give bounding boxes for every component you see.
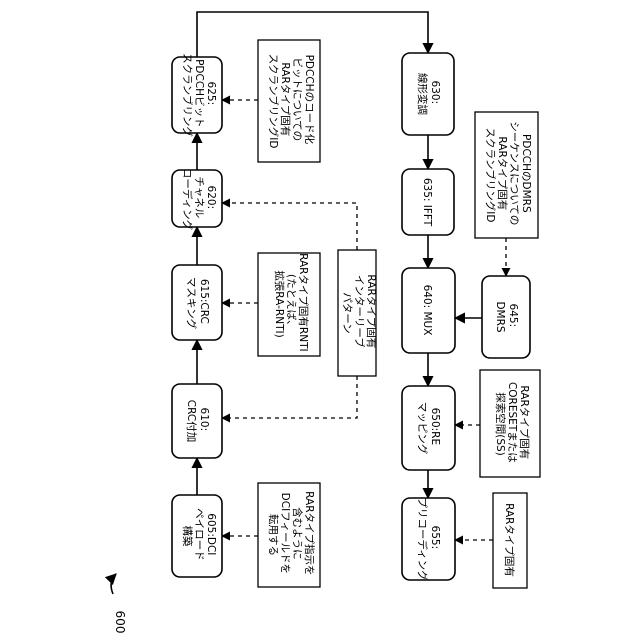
block-620-line-1: 620:	[205, 186, 217, 210]
note-dmrs-scrambling-id: PDCCHのDMRS シーケンスについての RARタイプ固有 スクランブリングI…	[475, 112, 538, 238]
svg-text:RARタイプ固有: RARタイプ固有	[503, 503, 516, 577]
note-scramble-line-1: PDCCHのコード化	[303, 55, 316, 145]
block-605-line-2: ペイロード	[193, 508, 205, 561]
figure-reference: 600	[111, 574, 127, 633]
block-635-line-1: 635: IFFT	[421, 178, 433, 227]
block-605-dci-payload: 605:DCI ペイロード 構築	[172, 495, 222, 577]
note-dmrs-line-4: スクランブリングID	[484, 128, 497, 223]
block-605-line-3: 構築	[181, 526, 194, 547]
svg-text:640: MUX: 640: MUX	[421, 285, 433, 336]
svg-text:PDCCHのコード化 ビットについての: PDCCHのコード化 ビットについての RARタイプ固有 スクランブリングID	[267, 54, 316, 149]
svg-text:615:CRC マスキング: 615:CRC マスキング	[185, 277, 210, 330]
note-coded-bits-scrambling-id: PDCCHのコード化 ビットについての RARタイプ固有 スクランブリングID	[258, 40, 320, 162]
block-630-linear-modulation: 630: 線形変調	[402, 53, 454, 135]
block-630-line-2: 線形変調	[416, 73, 429, 115]
block-620-channel-coding: 620: チャネル コーディング	[172, 168, 222, 231]
note-coreset-line-3: 探索空間(SS)	[494, 392, 507, 456]
note-rar-type-rnti: RARタイプ固有RNTI (たとえば、 拡張RA-RNTI)	[258, 253, 320, 356]
note-dci-line-4: 転用する	[267, 514, 279, 556]
note-coreset-line-1: RARタイプ固有	[518, 385, 531, 459]
note-interleave-line-1: RARタイプ固有	[365, 274, 378, 348]
note-interleave-line-3: パターン	[341, 292, 353, 333]
block-640-line-1: 640: MUX	[421, 285, 433, 336]
note-dmrs-line-3: RARタイプ固有	[496, 136, 509, 210]
block-615-crc-masking: 615:CRC マスキング	[172, 265, 222, 340]
block-615-line-2: マスキング	[185, 277, 198, 330]
block-650-line-1: 650:RE	[429, 408, 441, 446]
note-scramble-line-3: RARタイプ固有	[279, 62, 292, 136]
dash-interleave-620	[222, 203, 357, 250]
note-dmrs-line-1: PDCCHのDMRS	[520, 134, 532, 213]
block-635-ifft: 635: IFFT	[402, 169, 454, 235]
note-rnti-line-1: RARタイプ固有RNTI	[297, 253, 310, 352]
note-scramble-line-4: スクランブリングID	[267, 54, 280, 149]
block-645-dmrs: 645: DMRS	[482, 276, 530, 358]
svg-text:PDCCHのDMRS シーケンスについての: PDCCHのDMRS シーケンスについての RARタイプ固有 スクランブリングI…	[484, 121, 532, 229]
block-615-line-1: 615:CRC	[198, 279, 210, 324]
block-645-line-2: DMRS	[494, 301, 506, 332]
block-655-precoding: 655: プリコーディング	[402, 497, 455, 581]
block-630-line-1: 630:	[429, 81, 441, 105]
block-650-re-mapping: 650:RE マッピング	[402, 386, 455, 470]
block-655-line-2: プリコーディング	[416, 497, 429, 581]
svg-text:645: DMRS: 645: DMRS	[494, 301, 519, 332]
note-dmrs-line-2: シーケンスについての	[508, 121, 520, 225]
note-dci-line-1: RARタイプ指示を	[303, 491, 316, 575]
block-625-line-2: PDCCHビット	[193, 59, 205, 127]
block-610-line-2: CRC付加	[185, 400, 198, 442]
note-rnti-line-2: (たとえば、	[285, 274, 297, 331]
figure-number: 600	[113, 611, 127, 634]
note-rar-line-1: RARタイプ固有	[503, 503, 516, 577]
block-655-line-1: 655:	[429, 526, 441, 550]
block-610-line-1: 610:	[198, 408, 210, 432]
block-645-line-1: 645:	[507, 304, 519, 328]
block-620-line-2: チャネル	[193, 176, 205, 218]
note-dci-field-repurpose: RARタイプ指示を 含むように DCIフィールドを 転用する	[258, 483, 320, 587]
block-625-line-3: スクランブリング	[181, 53, 194, 137]
svg-text:650:RE マッピング: 650:RE マッピング	[416, 402, 441, 455]
block-605-line-1: 605:DCI	[205, 513, 217, 555]
block-625-line-1: 625:	[205, 82, 217, 106]
svg-text:635: IFFT: 635: IFFT	[421, 178, 433, 227]
figure-reference-arrow	[111, 574, 116, 594]
block-610-crc-attach: 610: CRC付加	[172, 384, 222, 458]
note-interleave-line-2: インターリーブ	[353, 275, 366, 348]
svg-text:RARタイプ固有 CORESETまたは: RARタイプ固有 CORESETまたは 探索空間(SS)	[494, 382, 531, 466]
note-rar-type-specific: RARタイプ固有	[493, 493, 527, 588]
dash-interleave-610	[222, 376, 357, 418]
note-dci-line-3: DCIフィールドを	[279, 493, 291, 574]
note-coreset-line-2: CORESETまたは	[506, 382, 518, 463]
note-dci-line-2: 含むように	[291, 507, 304, 560]
note-interleave-pattern: RARタイプ固有 インターリーブ パターン	[338, 250, 378, 376]
note-coreset-search-space: RARタイプ固有 CORESETまたは 探索空間(SS)	[480, 370, 540, 477]
block-625-pdcch-bit-scrambling: 625: PDCCHビット スクランブリング	[172, 53, 222, 137]
block-650-line-2: マッピング	[416, 402, 429, 455]
block-620-line-3: コーディング	[181, 168, 194, 231]
note-rnti-line-3: 拡張RA-RNTI)	[273, 270, 286, 337]
note-scramble-line-2: ビットについての	[291, 57, 303, 141]
block-640-mux: 640: MUX	[402, 268, 455, 353]
